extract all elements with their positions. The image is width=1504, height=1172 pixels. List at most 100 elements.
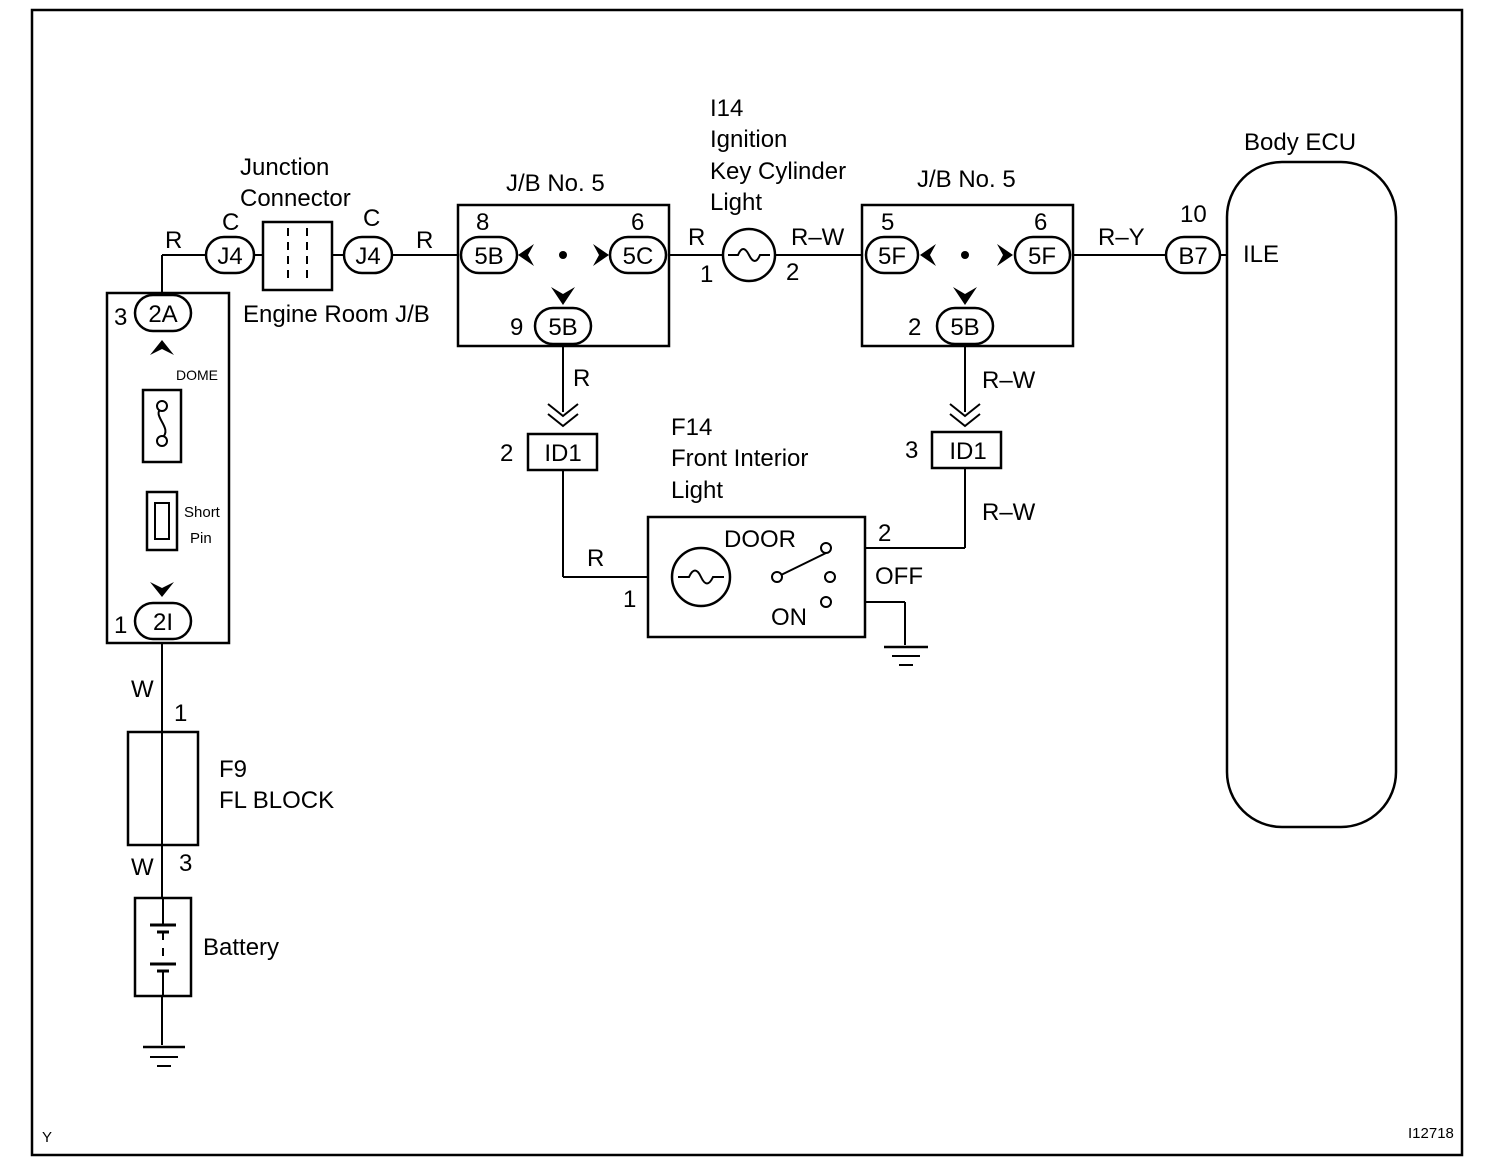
pin-1-front: 1 bbox=[623, 586, 636, 613]
figure-id: I12718 bbox=[1408, 1125, 1454, 1142]
pin-2-5b: 2 bbox=[908, 314, 921, 341]
arrow-right-icon bbox=[593, 244, 609, 266]
arrow-right-icon bbox=[997, 244, 1013, 266]
junction-connector bbox=[261, 220, 334, 292]
connector-b7 bbox=[1164, 235, 1222, 275]
dome-label: DOME bbox=[176, 367, 218, 383]
body-ecu-label: Body ECU bbox=[1244, 129, 1356, 156]
connector-5b-c-label: 5B bbox=[950, 314, 979, 341]
connector-5b-a bbox=[459, 235, 519, 275]
connector-j4-right bbox=[342, 235, 394, 275]
ground-icon bbox=[143, 1045, 185, 1067]
ignition-light-line-2: Key Cylinder bbox=[710, 158, 846, 185]
wire-r-3: R bbox=[573, 365, 590, 392]
pin-5: 5 bbox=[881, 209, 894, 236]
connector-5b-b bbox=[533, 306, 593, 346]
junction-connector-label-1: Junction bbox=[240, 154, 329, 181]
pin-2-front: 2 bbox=[878, 520, 891, 547]
connector-j4-left bbox=[204, 235, 256, 275]
connector-5f-a bbox=[864, 235, 920, 275]
switch-icon bbox=[771, 542, 836, 608]
pin-1-2i: 1 bbox=[114, 612, 127, 639]
connector-5c-label: 5C bbox=[623, 243, 654, 270]
connector-5b-b-label: 5B bbox=[548, 314, 577, 341]
jb-no5-right-label: J/B No. 5 bbox=[917, 166, 1016, 193]
wire-rw-1: R–W bbox=[791, 224, 845, 251]
battery-label: Battery bbox=[203, 934, 279, 961]
pin-2-ign: 2 bbox=[786, 259, 799, 286]
off-label: OFF bbox=[875, 563, 923, 590]
pin-9: 9 bbox=[510, 314, 523, 341]
connector-2a-label: 2A bbox=[148, 301, 177, 328]
diagram-frame bbox=[30, 8, 1464, 1157]
connector-5f-b-label: 5F bbox=[1028, 243, 1056, 270]
arrow-left-icon bbox=[920, 244, 936, 266]
bulb-icon bbox=[670, 546, 732, 608]
fl-block-name: FL BLOCK bbox=[219, 787, 334, 814]
pin-3-fl: 3 bbox=[179, 850, 192, 877]
arrow-down-icon bbox=[953, 287, 977, 305]
connector-b7-label: B7 bbox=[1178, 243, 1207, 270]
engine-room-jb-box bbox=[105, 291, 231, 645]
pin-10: 10 bbox=[1180, 201, 1207, 228]
jb-no5-left-label: J/B No. 5 bbox=[506, 170, 605, 197]
connector-id1-right bbox=[930, 430, 1003, 470]
pin-2-id1: 2 bbox=[500, 440, 513, 467]
connector-5f-b bbox=[1013, 235, 1072, 275]
wire-r-4: R bbox=[587, 545, 604, 572]
wire-w-2: W bbox=[131, 854, 154, 881]
junction-dot bbox=[961, 251, 969, 259]
corner-mark-left: Y bbox=[42, 1129, 52, 1146]
wire-ry: R–Y bbox=[1098, 224, 1145, 251]
front-light-id: F14 bbox=[671, 414, 712, 441]
wires bbox=[161, 254, 1230, 1045]
front-light-line-2: Light bbox=[671, 477, 723, 504]
junction-dot bbox=[559, 251, 567, 259]
connector-j4-left-label: J4 bbox=[217, 243, 242, 270]
pin-8: 8 bbox=[476, 209, 489, 236]
engine-room-jb-label: Engine Room J/B bbox=[243, 301, 430, 328]
connector-2i-label: 2I bbox=[153, 609, 173, 636]
wire-r-1: R bbox=[165, 227, 182, 254]
wire-rw-3: R–W bbox=[982, 499, 1036, 526]
connector-chevron-icon bbox=[547, 403, 579, 428]
connector-id1-left-label: ID1 bbox=[544, 440, 581, 467]
connector-c-left: C bbox=[222, 209, 239, 236]
connector-id1-right-label: ID1 bbox=[949, 438, 986, 465]
arrow-up-icon bbox=[150, 340, 174, 355]
pin-3-2a: 3 bbox=[114, 304, 127, 331]
connector-j4-right-label: J4 bbox=[355, 243, 380, 270]
connector-5f-a-label: 5F bbox=[878, 243, 906, 270]
arrow-down-icon bbox=[551, 287, 575, 305]
arrow-down-icon bbox=[150, 582, 174, 597]
short-pin-label-1: Short bbox=[184, 504, 221, 521]
connector-2i bbox=[133, 601, 193, 641]
ignition-light-line-1: Ignition bbox=[710, 126, 787, 153]
on-label: ON bbox=[771, 604, 807, 631]
body-ecu-box bbox=[1225, 160, 1398, 829]
door-label: DOOR bbox=[724, 526, 796, 553]
ground-icon bbox=[884, 645, 928, 666]
connector-chevron-icon bbox=[949, 403, 981, 428]
wire-r-5: R bbox=[688, 224, 705, 251]
connector-id1-left bbox=[526, 432, 599, 472]
ignition-light-id: I14 bbox=[710, 95, 743, 122]
front-light-line-1: Front Interior bbox=[671, 445, 808, 472]
connector-2a bbox=[133, 293, 193, 333]
pin-1-ign: 1 bbox=[700, 261, 713, 288]
pin-6-left: 6 bbox=[631, 209, 644, 236]
arrow-left-icon bbox=[518, 244, 534, 266]
bulb-icon bbox=[721, 227, 777, 283]
connector-5b-c bbox=[935, 306, 995, 346]
wire-w-1: W bbox=[131, 676, 154, 703]
short-pin-label-2: Pin bbox=[190, 530, 212, 547]
fl-block-id: F9 bbox=[219, 756, 247, 783]
ile-label: ILE bbox=[1243, 241, 1279, 268]
pin-6-right: 6 bbox=[1034, 209, 1047, 236]
pin-3-id1: 3 bbox=[905, 437, 918, 464]
wire-r-2: R bbox=[416, 227, 433, 254]
connector-c-right: C bbox=[363, 205, 380, 232]
pin-1-fl: 1 bbox=[174, 700, 187, 727]
junction-connector-label-2: Connector bbox=[240, 185, 351, 212]
